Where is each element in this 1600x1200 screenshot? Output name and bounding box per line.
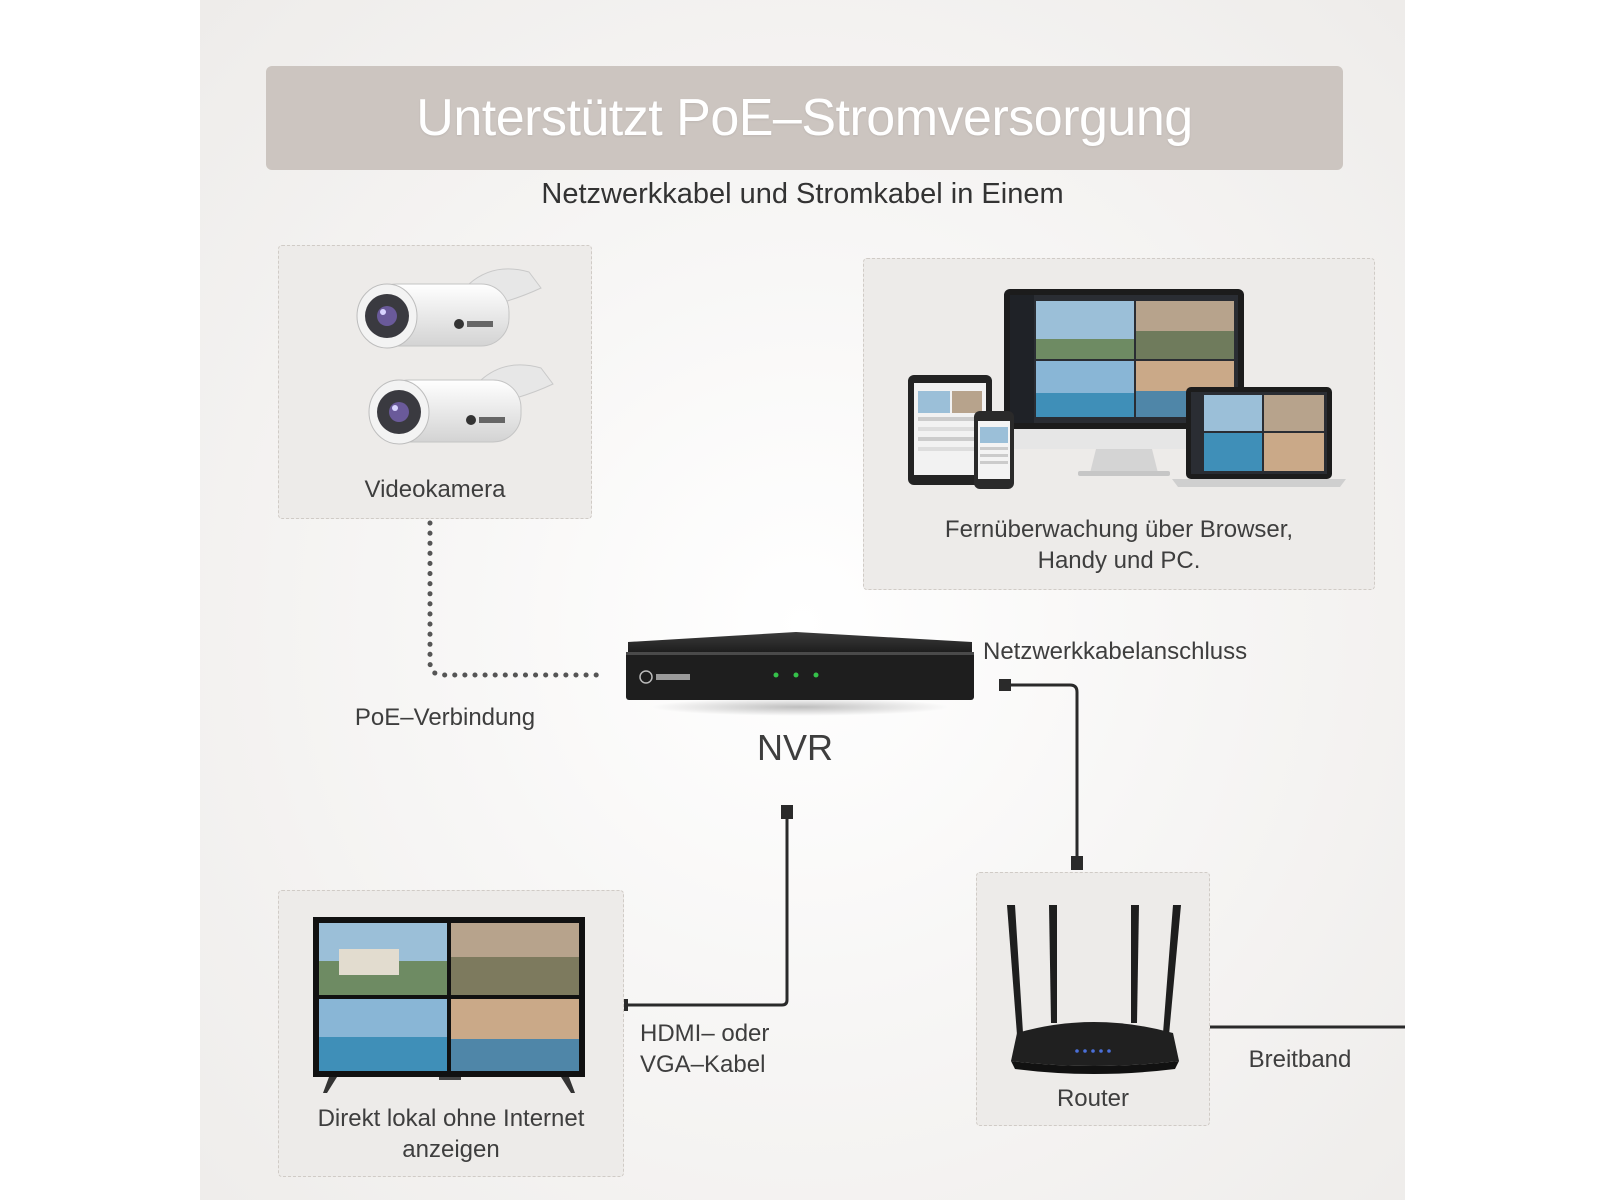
camera-brand-mark bbox=[467, 321, 493, 327]
laptop-icon bbox=[1172, 387, 1346, 487]
nvr-shadow bbox=[650, 698, 950, 716]
broadband-label: Breitband bbox=[1248, 1046, 1352, 1073]
hdmi-label-line2: VGA–Kabel bbox=[640, 1051, 766, 1078]
camera-brand-mark bbox=[479, 417, 505, 423]
nvr-label: NVR bbox=[756, 727, 833, 768]
tv-label-line1: Direkt lokal ohne Internet bbox=[317, 1105, 585, 1132]
nvr-led bbox=[773, 672, 779, 678]
connector-plug bbox=[781, 805, 793, 819]
tv-box: Direkt lokal ohne Internet anzeigen bbox=[278, 890, 624, 1177]
diagram-canvas: Unterstützt PoE–Stromversorgung Netzwerk… bbox=[200, 0, 1405, 1200]
network-cable-line bbox=[1005, 683, 1079, 862]
router-icon bbox=[1007, 905, 1181, 1074]
router-label: Router bbox=[1056, 1085, 1130, 1112]
phone-icon bbox=[974, 411, 1014, 489]
network-port-label: Netzwerkkabelanschluss bbox=[983, 638, 1248, 665]
poe-connection-label: PoE–Verbindung bbox=[354, 704, 536, 731]
camera-label: Videokamera bbox=[364, 476, 506, 503]
remote-devices-illustration bbox=[908, 289, 1346, 489]
remote-monitoring-box: Fernüberwachung über Browser, Handy und … bbox=[863, 258, 1375, 590]
hdmi-label-line1: HDMI– oder bbox=[640, 1020, 770, 1047]
nvr-device bbox=[620, 630, 980, 716]
nvr-led bbox=[793, 672, 799, 678]
camera-icon bbox=[356, 268, 554, 445]
nvr-icon bbox=[626, 632, 974, 700]
page-subtitle: Netzwerkkabel und Stromkabel in Einem bbox=[541, 178, 1064, 210]
connector-plug bbox=[999, 679, 1011, 691]
page-title: Unterstützt PoE–Stromversorgung bbox=[416, 89, 1193, 147]
remote-label-line1: Fernüberwachung über Browser, bbox=[944, 516, 1294, 543]
tv-icon bbox=[313, 917, 585, 1093]
connector-plug bbox=[1071, 856, 1083, 870]
remote-label-line2: Handy und PC. bbox=[1037, 547, 1201, 574]
camera-box: Videokamera bbox=[278, 245, 592, 519]
poe-connection-line bbox=[427, 520, 603, 678]
nvr-brand-mark bbox=[656, 674, 690, 680]
tv-label-line2: anzeigen bbox=[402, 1136, 500, 1163]
monitor-icon bbox=[1004, 289, 1244, 476]
nvr-led bbox=[813, 672, 819, 678]
title-banner: Unterstützt PoE–Stromversorgung bbox=[266, 66, 1343, 170]
router-box: Router bbox=[976, 872, 1210, 1126]
hdmi-cable-line bbox=[620, 813, 789, 1007]
tablet-icon bbox=[908, 375, 992, 485]
